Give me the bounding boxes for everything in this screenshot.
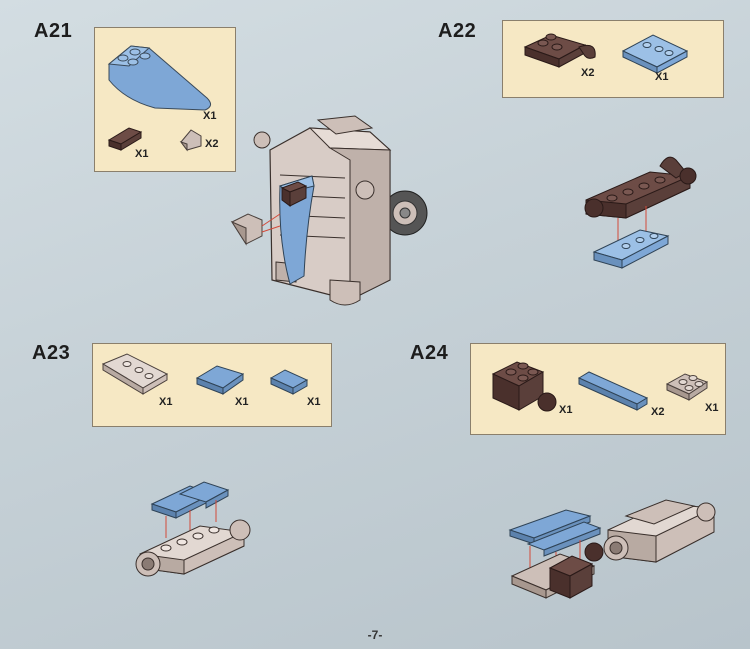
brown-tile-part (107, 127, 143, 151)
step-a21-label: A21 (34, 20, 73, 42)
qty-label: X1 (307, 396, 321, 408)
brown-clip-plate-part (523, 33, 596, 68)
step-a22-label: A22 (438, 20, 477, 42)
brown-brick-with-ball-part (491, 361, 557, 412)
qty-label: X2 (651, 406, 665, 418)
step-a23-label: A23 (32, 342, 71, 364)
step-a24-parts-box: X1 X2 X1 (470, 343, 726, 435)
blue-wedge-plate-part (621, 34, 689, 74)
blue-curved-slope-part (107, 45, 211, 111)
step-a23-parts-box: X1 X1 X1 (92, 343, 332, 427)
tan-plate-2x2-part (665, 373, 709, 401)
qty-label: X1 (203, 110, 217, 122)
step-a24-label: A24 (410, 342, 449, 364)
qty-label: X1 (235, 396, 249, 408)
qty-label: X2 (581, 67, 595, 79)
page-number: -7- (367, 628, 383, 642)
tan-wedge-plate-part (101, 353, 169, 395)
qty-label: X1 (705, 402, 719, 414)
qty-label: X1 (559, 404, 573, 416)
step-a22-parts-box: X2 X1 (502, 20, 724, 98)
step-a21-parts-box: X1 X1 X2 (94, 27, 236, 172)
tan-slope-part (179, 129, 202, 152)
blue-tile-1x2-part (269, 369, 309, 395)
qty-label: X1 (159, 396, 173, 408)
qty-label: X1 (655, 71, 669, 83)
blue-tile-2x2-part (195, 365, 245, 395)
qty-label: X2 (205, 138, 219, 150)
qty-label: X1 (135, 148, 149, 160)
blue-tile-1x4-part (577, 371, 649, 411)
